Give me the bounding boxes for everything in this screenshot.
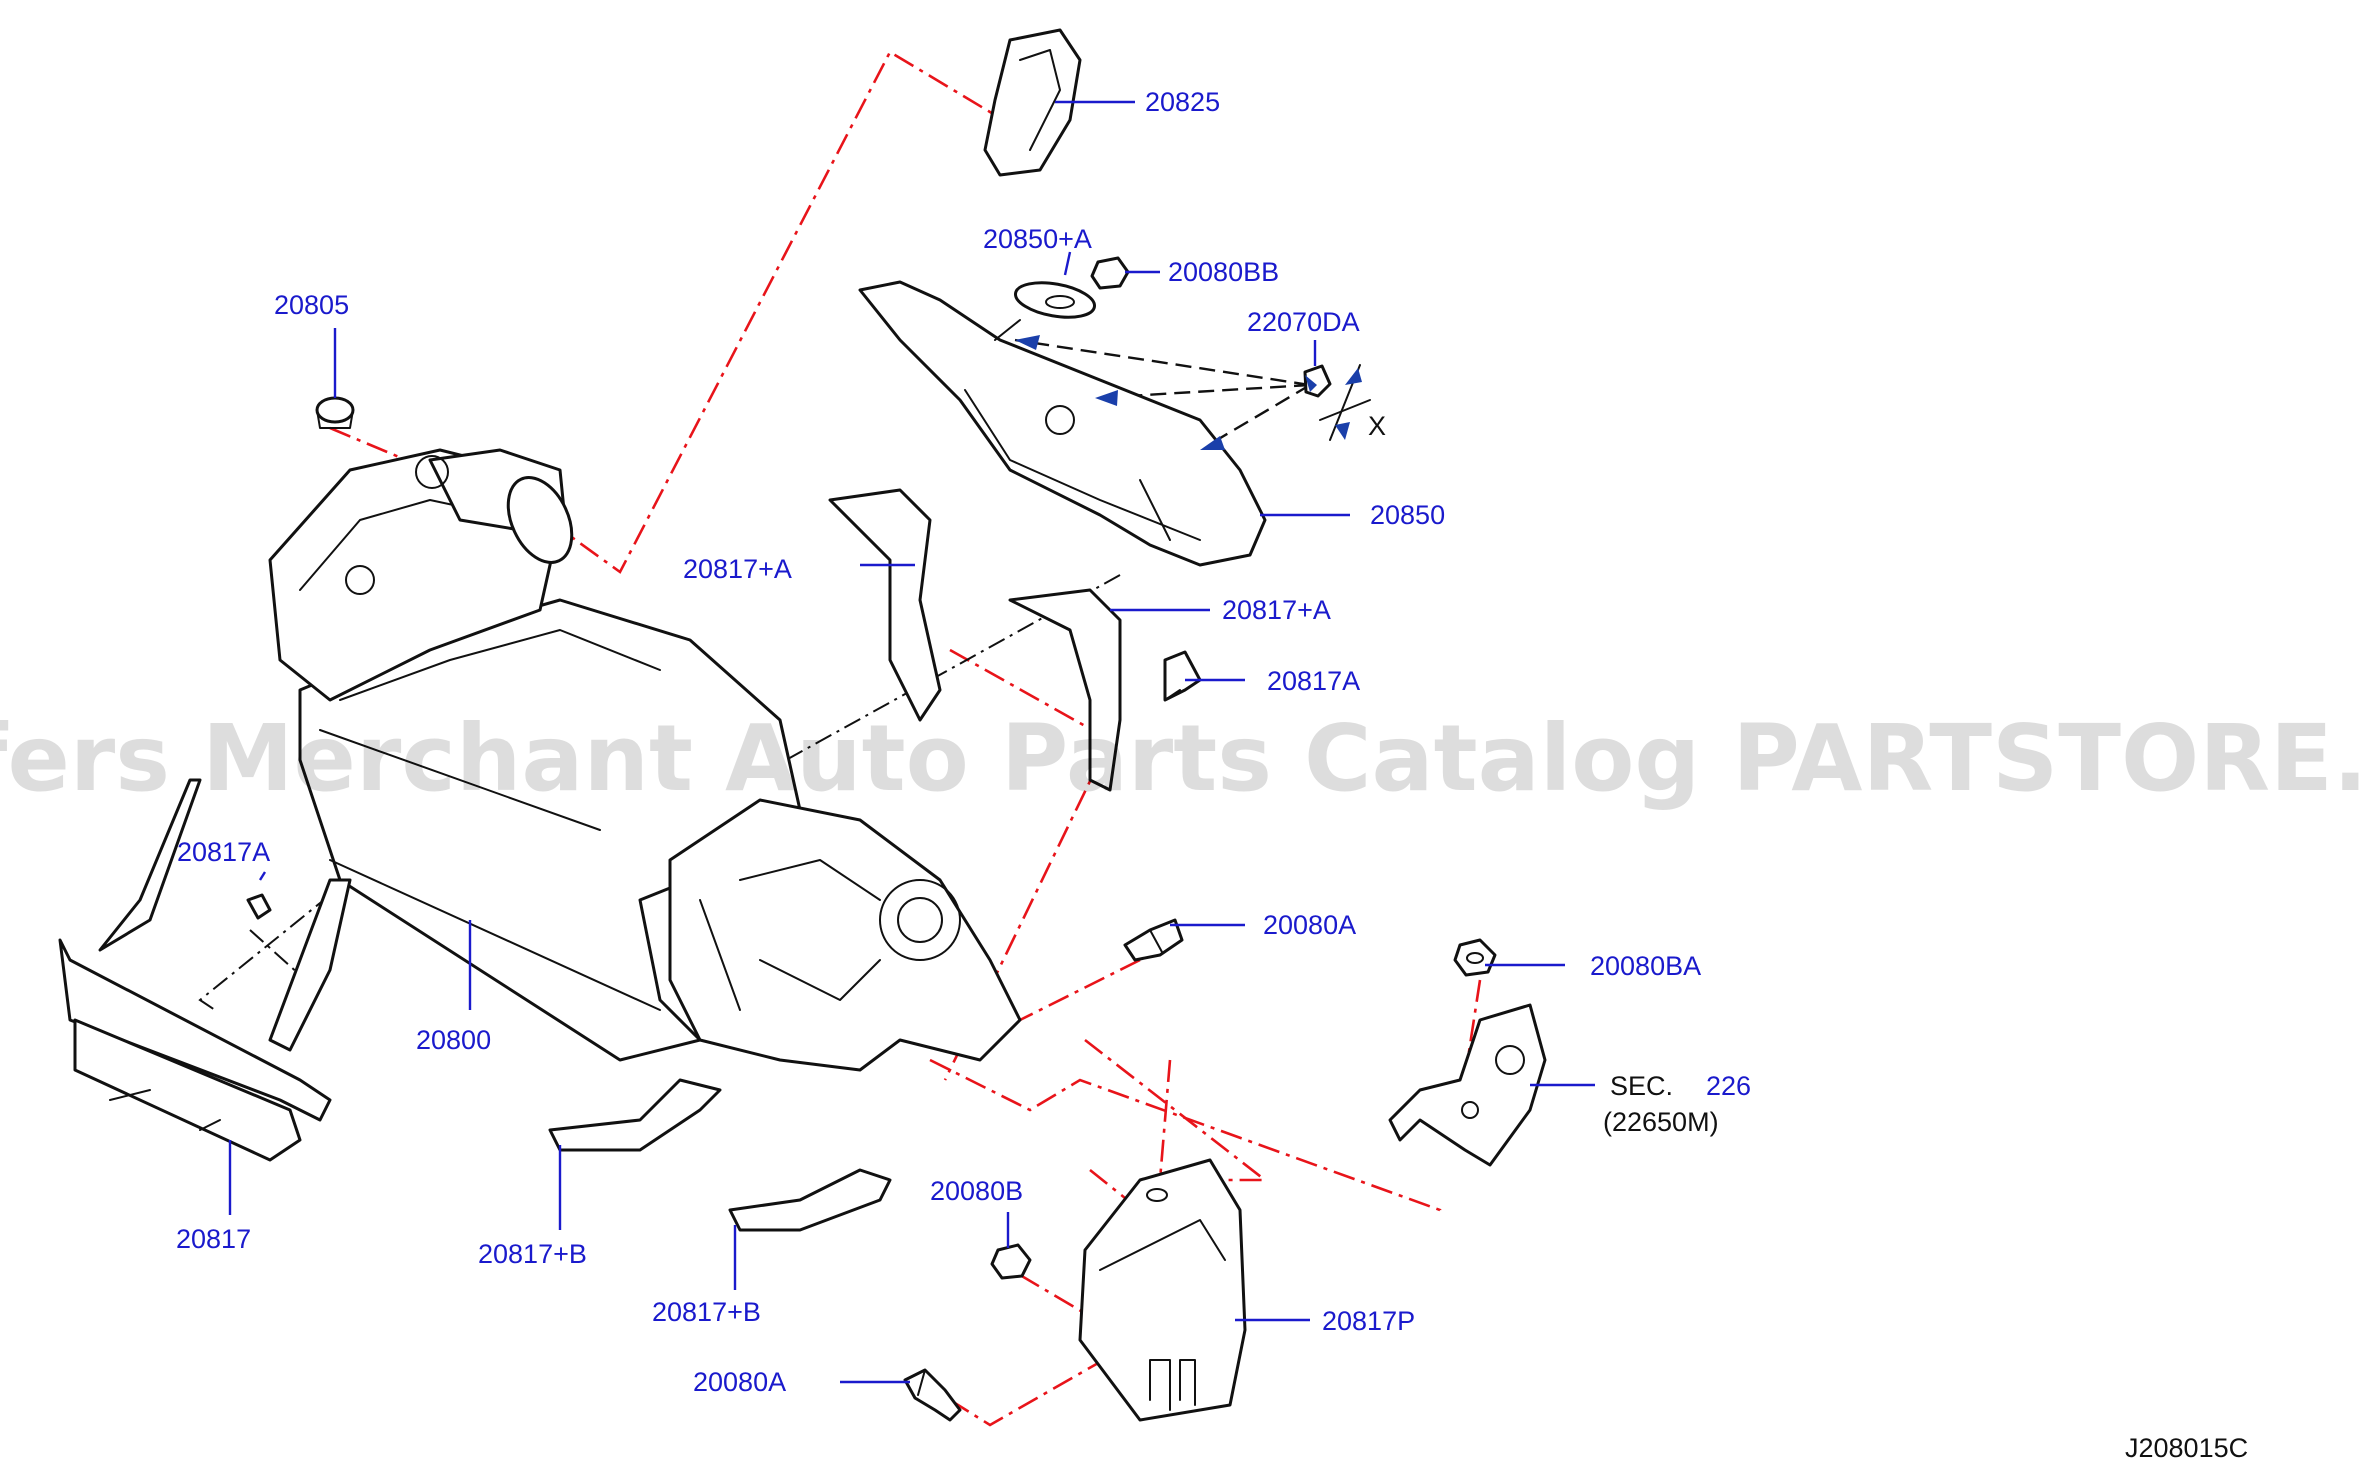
label-20817a-left[interactable]: 20817A: [177, 837, 270, 867]
label-x-mark: X: [1368, 411, 1386, 441]
label-sec-sub: (22650M): [1603, 1107, 1719, 1137]
label-20080b[interactable]: 20080B: [930, 1176, 1023, 1206]
mounting-straps-lower: [548, 1078, 892, 1232]
arrow-icon: [1345, 368, 1362, 385]
catalytic-converter-body: [268, 448, 802, 1062]
label-20817a-right[interactable]: 20817A: [1267, 666, 1360, 696]
label-20805[interactable]: 20805: [274, 290, 349, 320]
label-22070da[interactable]: 22070DA: [1247, 307, 1360, 337]
bracket-20825: [983, 28, 1082, 177]
label-20850[interactable]: 20850: [1370, 500, 1445, 530]
lower-bracket-20817: [58, 778, 352, 1162]
diagram-code: J208015C: [2125, 1433, 2248, 1463]
sec226-bracket: [1388, 1003, 1547, 1167]
label-20825[interactable]: 20825: [1145, 87, 1220, 117]
label-20080bb[interactable]: 20080BB: [1168, 257, 1279, 287]
arrow-icon: [1305, 375, 1317, 392]
arrow-icon: [1095, 390, 1118, 406]
part-labels: 20825 20850+A 20080BB 22070DA X 20805 20…: [176, 87, 1751, 1397]
label-20080a-upper[interactable]: 20080A: [1263, 910, 1356, 940]
gasket-and-nut: [1014, 256, 1130, 319]
arrow-icon: [1200, 436, 1225, 450]
bolts-20817a: [246, 650, 1202, 920]
label-20080ba[interactable]: 20080BA: [1590, 951, 1701, 981]
label-20850-plus-a[interactable]: 20850+A: [983, 224, 1092, 254]
nut-20080b: [990, 1243, 1032, 1280]
arrow-icon: [1015, 335, 1040, 350]
heat-shield-20817p: [1078, 1158, 1247, 1422]
label-20817[interactable]: 20817: [176, 1224, 251, 1254]
arrow-icon: [1335, 422, 1350, 440]
label-sec: SEC.: [1610, 1071, 1673, 1101]
label-20817-plus-b-left[interactable]: 20817+B: [478, 1239, 587, 1269]
reference-lines: [329, 50, 1482, 1427]
direction-arrows: [1015, 335, 1362, 450]
plug-20805: [315, 396, 355, 429]
label-20817-plus-a-right[interactable]: 20817+A: [1222, 595, 1331, 625]
bolt-20080a-lower: [903, 1368, 962, 1422]
label-20800[interactable]: 20800: [416, 1025, 491, 1055]
watermark: Offers Merchant Auto Parts Catalog PARTS…: [0, 705, 2362, 812]
mounting-straps-upper: [828, 488, 1122, 792]
label-sec-226-link[interactable]: 226: [1706, 1071, 1751, 1101]
outlet-flange: [668, 798, 1022, 1072]
label-20080a-lower[interactable]: 20080A: [693, 1367, 786, 1397]
upper-heat-insulator: [858, 280, 1267, 567]
label-20817-plus-a-top[interactable]: 20817+A: [683, 554, 792, 584]
label-20817-plus-b-right[interactable]: 20817+B: [652, 1297, 761, 1327]
nut-20080ba: [1453, 938, 1497, 977]
leader-lines: [228, 100, 1595, 1384]
label-20817p[interactable]: 20817P: [1322, 1306, 1415, 1336]
bolt-20080a-upper: [1123, 918, 1184, 962]
